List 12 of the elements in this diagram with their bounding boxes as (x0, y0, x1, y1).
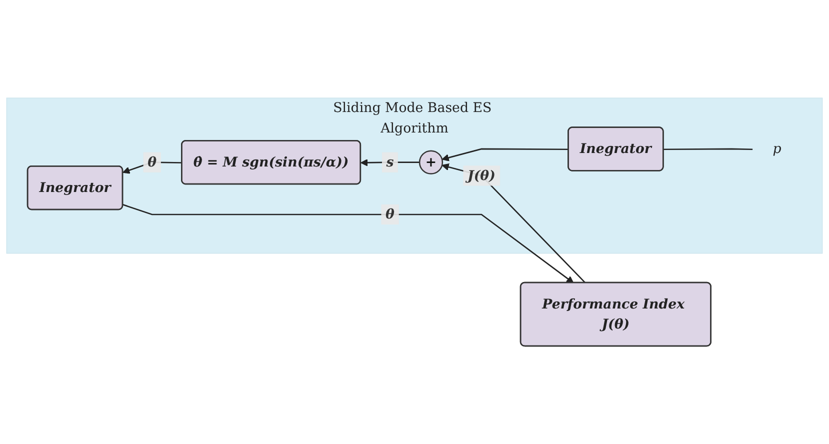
edge-label: s (386, 154, 394, 170)
arrow (360, 158, 420, 166)
arrow (122, 162, 182, 174)
arrow (442, 163, 586, 284)
edge-label: θ (148, 154, 157, 170)
node-text: p (772, 140, 782, 156)
connector (664, 148, 753, 150)
node-circle: + (418, 150, 444, 174)
arrow (442, 148, 569, 162)
arrow (122, 204, 574, 284)
edge-label: θ (386, 206, 394, 222)
edge-label: J(θ) (468, 167, 496, 184)
